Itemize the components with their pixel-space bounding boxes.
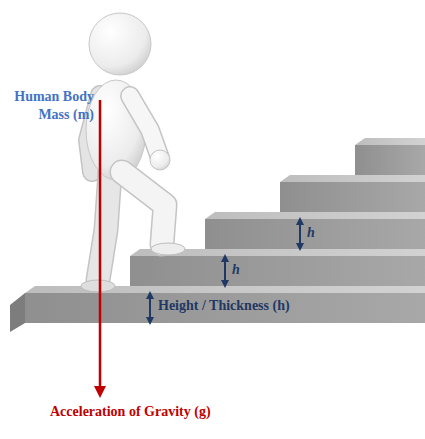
height-arrow — [299, 221, 301, 247]
step-riser — [205, 219, 425, 249]
front-leg-fill — [122, 172, 165, 244]
gravity-label: Acceleration of Gravity (g) — [50, 403, 310, 421]
front-foot — [151, 243, 185, 255]
step-tread — [205, 212, 425, 219]
human-figure — [81, 13, 185, 292]
step-riser — [280, 182, 425, 212]
staircase — [10, 138, 425, 332]
step-tread — [280, 175, 425, 182]
height-symbol: h — [307, 224, 327, 242]
gravity-arrow — [99, 100, 102, 392]
fist — [150, 150, 170, 170]
step-side — [10, 293, 25, 332]
height-symbol: h — [232, 261, 252, 279]
step-riser — [355, 145, 425, 175]
back-foot — [81, 280, 115, 292]
step-riser — [25, 293, 425, 323]
front-leg — [122, 172, 165, 244]
front-arm — [130, 96, 160, 158]
height-arrow — [149, 295, 151, 321]
height-label: Height / Thickness (h) — [158, 297, 358, 315]
mass-label: Human Body Mass (m) — [4, 88, 94, 124]
head — [89, 13, 151, 75]
height-arrow — [224, 258, 226, 284]
step-tread — [355, 138, 425, 145]
front-arm-fill — [130, 96, 160, 158]
step-riser — [130, 256, 425, 286]
